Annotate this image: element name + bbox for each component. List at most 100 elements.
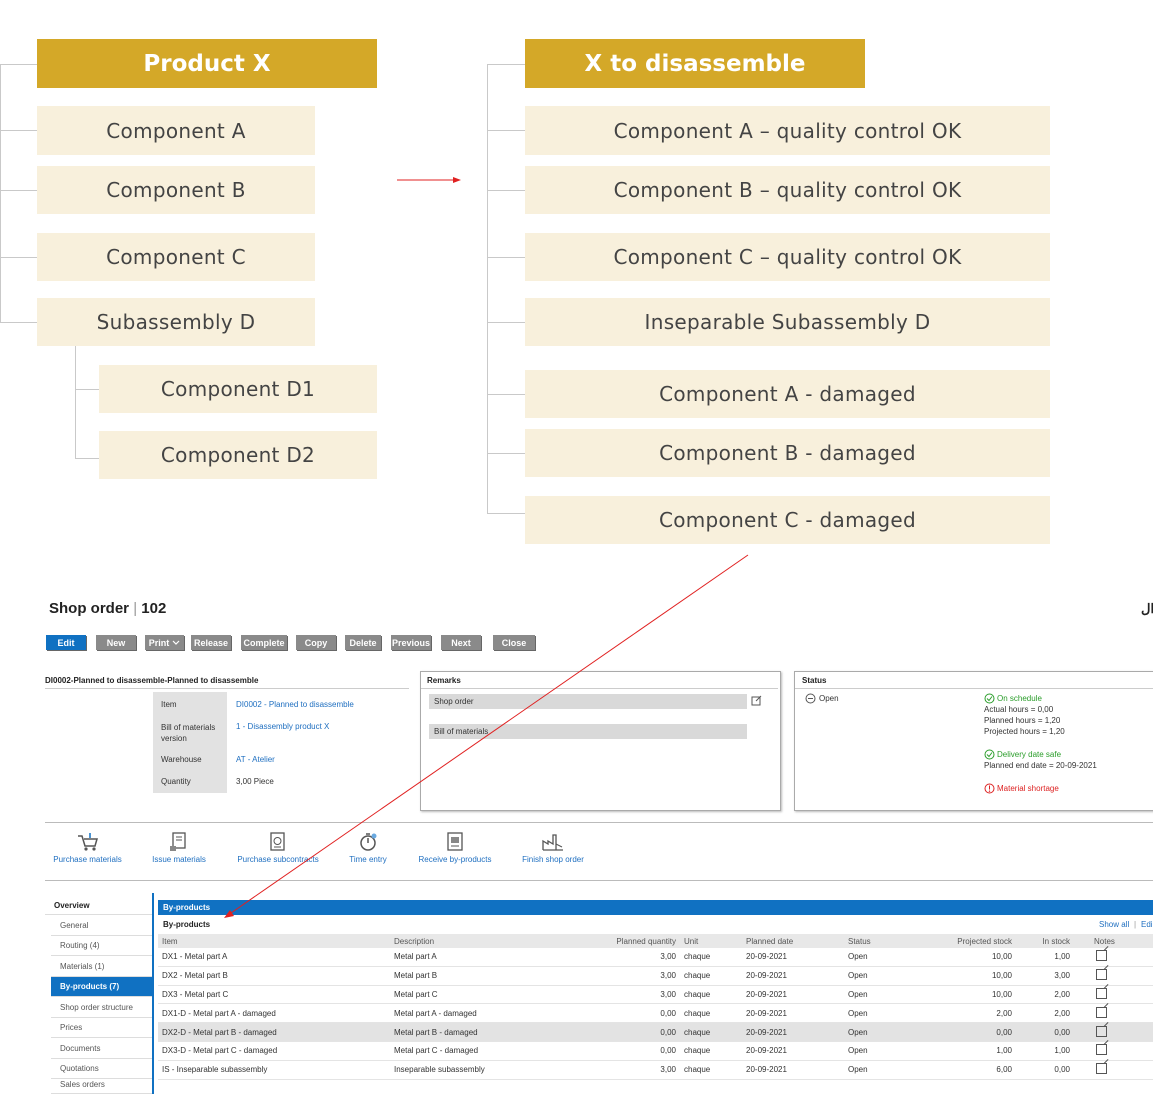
cell-proj[interactable]: 1,00	[928, 1041, 1016, 1061]
cell-proj[interactable]: 10,00	[928, 966, 1016, 986]
remark-shop-order[interactable]: Shop order	[429, 694, 747, 709]
col-item[interactable]: Item	[158, 934, 390, 948]
edit-link[interactable]: Edi	[1141, 920, 1153, 929]
cell-notes[interactable]	[1074, 966, 1153, 986]
cell-notes[interactable]	[1074, 1041, 1153, 1061]
warehouse-link[interactable]: AT - Atelier	[236, 755, 275, 764]
warning-circle-icon	[984, 783, 995, 794]
cell-qty: 3,00	[608, 1060, 680, 1080]
right-node: Inseparable Subassembly D	[525, 298, 1050, 346]
cell-date: 20-09-2021	[742, 1060, 844, 1080]
edit-remark-icon[interactable]	[751, 695, 762, 706]
issue-materials-action[interactable]: Issue materials	[148, 832, 210, 864]
cell-stock[interactable]: 2,00	[1016, 1003, 1074, 1024]
cell-item[interactable]: DX3-D - Metal part C - damaged	[158, 1041, 390, 1061]
print-button[interactable]: Print	[145, 635, 184, 650]
cell-proj[interactable]: 6,00	[928, 1060, 1016, 1080]
cell-stock[interactable]: 2,00	[1016, 985, 1074, 1005]
receive-by-products-action[interactable]: Receive by-products	[416, 832, 494, 864]
purchase-subcontracts-action[interactable]: Purchase subcontracts	[236, 832, 320, 864]
col-status[interactable]: Status	[844, 934, 928, 948]
cell-notes[interactable]	[1074, 1060, 1153, 1080]
edit-note-icon[interactable]	[1096, 950, 1107, 962]
cell-notes[interactable]	[1074, 948, 1153, 967]
cell-qty: 0,00	[608, 1041, 680, 1061]
nav-routing[interactable]: Routing (4)	[51, 936, 152, 956]
cell-item[interactable]: DX1-D - Metal part A - damaged	[158, 1003, 390, 1024]
cell-qty: 0,00	[608, 1003, 680, 1024]
new-button[interactable]: New	[96, 635, 136, 650]
cell-stock[interactable]: 3,00	[1016, 966, 1074, 986]
cell-item[interactable]: DX1 - Metal part A	[158, 948, 390, 967]
status-title: Status	[802, 676, 827, 685]
nav-overview[interactable]: Overview	[45, 896, 152, 915]
edit-note-icon[interactable]	[1096, 1044, 1107, 1056]
cell-item[interactable]: DX3 - Metal part C	[158, 985, 390, 1005]
show-all-link[interactable]: Show all	[1099, 920, 1130, 929]
bom-version-label: Bill of materials version	[161, 723, 216, 743]
cell-status: Open	[844, 985, 928, 1005]
complete-button[interactable]: Complete	[241, 635, 287, 650]
edit-note-icon[interactable]	[1096, 1006, 1107, 1018]
right-node: Component B – quality control OK	[525, 166, 1050, 214]
col-planned-date[interactable]: Planned date	[742, 934, 844, 948]
item-link[interactable]: DI0002 - Planned to disassemble	[236, 700, 354, 709]
col-notes[interactable]: Notes	[1074, 934, 1153, 948]
nav-documents[interactable]: Documents	[51, 1039, 152, 1059]
cell-item[interactable]: DX2-D - Metal part B - damaged	[158, 1022, 390, 1042]
bom-version-link[interactable]: 1 - Disassembly product X	[236, 722, 330, 731]
next-button[interactable]: Next	[441, 635, 481, 650]
nav-general[interactable]: General	[51, 916, 152, 936]
nav-sales-orders[interactable]: Sales orders	[51, 1080, 152, 1094]
cell-stock[interactable]: 1,00	[1016, 948, 1074, 967]
nav-by-products[interactable]: By-products (7)	[51, 977, 152, 997]
cell-proj[interactable]: 0,00	[928, 1022, 1016, 1042]
col-projected-stock[interactable]: Projected stock	[928, 934, 1016, 948]
previous-button[interactable]: Previous	[391, 635, 431, 650]
cell-item[interactable]: DX2 - Metal part B	[158, 966, 390, 986]
cell-notes[interactable]	[1074, 1003, 1153, 1024]
nav-quotations[interactable]: Quotations	[51, 1059, 152, 1079]
nav-prices[interactable]: Prices	[51, 1018, 152, 1038]
cell-stock[interactable]: 1,00	[1016, 1041, 1074, 1061]
edit-button[interactable]: Edit	[46, 635, 86, 650]
edit-note-icon[interactable]	[1096, 1025, 1107, 1037]
material-shortage-text[interactable]: Material shortage	[997, 784, 1059, 793]
cell-date: 20-09-2021	[742, 985, 844, 1005]
cell-stock[interactable]: 0,00	[1016, 1060, 1074, 1080]
purchase-materials-action[interactable]: Purchase materials	[50, 832, 125, 864]
delete-button[interactable]: Delete	[345, 635, 381, 650]
cell-proj[interactable]: 10,00	[928, 985, 1016, 1005]
col-planned-quantity[interactable]: Planned quantity	[608, 934, 680, 948]
edit-note-icon[interactable]	[1096, 987, 1107, 999]
finish-shop-order-action[interactable]: Finish shop order	[519, 832, 587, 864]
nav-materials[interactable]: Materials (1)	[51, 957, 152, 977]
cell-notes[interactable]	[1074, 985, 1153, 1005]
cell-notes[interactable]	[1074, 1022, 1153, 1042]
cell-date: 20-09-2021	[742, 966, 844, 986]
col-unit[interactable]: Unit	[680, 934, 742, 948]
cell-proj[interactable]: 2,00	[928, 1003, 1016, 1024]
nav-shop-order-structure[interactable]: Shop order structure	[51, 998, 152, 1018]
close-button[interactable]: Close	[493, 635, 535, 650]
release-button[interactable]: Release	[191, 635, 231, 650]
right-node: Component A - damaged	[525, 370, 1050, 418]
remarks-title: Remarks	[427, 676, 461, 685]
remark-bom[interactable]: Bill of materials	[429, 724, 747, 739]
cell-proj[interactable]: 10,00	[928, 948, 1016, 967]
cell-stock[interactable]: 0,00	[1016, 1022, 1074, 1042]
col-in-stock[interactable]: In stock	[1016, 934, 1074, 948]
edit-note-icon[interactable]	[1096, 1063, 1107, 1075]
col-description[interactable]: Description	[390, 934, 608, 948]
edit-note-icon[interactable]	[1096, 969, 1107, 981]
cell-item[interactable]: IS - Inseparable subassembly	[158, 1060, 390, 1080]
copy-button[interactable]: Copy	[296, 635, 336, 650]
time-entry-action[interactable]: Time entry	[345, 832, 391, 864]
